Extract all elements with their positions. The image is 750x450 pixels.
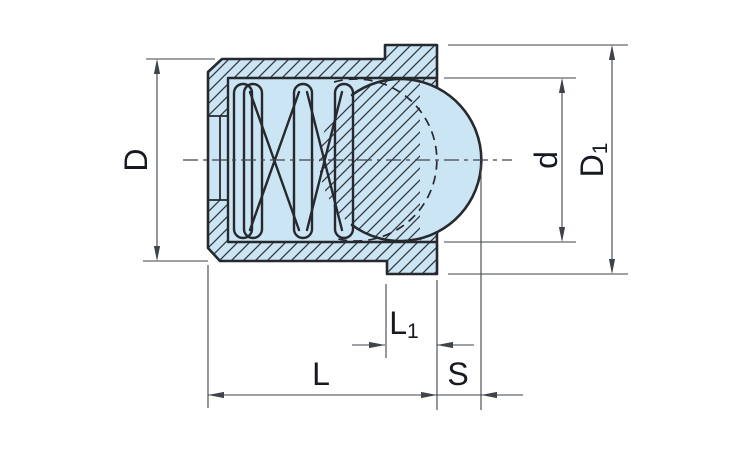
dimension-L: L bbox=[207, 265, 438, 410]
label-L: L bbox=[312, 356, 330, 392]
bore-outline bbox=[226, 76, 437, 244]
label-L1: L1 bbox=[389, 305, 418, 343]
label-d: d bbox=[528, 151, 564, 169]
spring-coil-end-2 bbox=[242, 82, 264, 240]
spring-coil-end-1 bbox=[232, 82, 254, 240]
coil-spring bbox=[232, 82, 355, 240]
spring-wire bbox=[248, 90, 301, 232]
label-D1: D1 bbox=[574, 143, 612, 178]
housing-outline bbox=[206, 43, 439, 276]
spring-coil-front bbox=[333, 82, 355, 240]
dimension-d: d bbox=[444, 77, 576, 243]
dimension-L1: L1 bbox=[352, 284, 474, 358]
plunger-housing bbox=[206, 43, 439, 276]
rear-slot bbox=[208, 115, 228, 201]
spring-wire bbox=[305, 90, 344, 232]
label-D: D bbox=[118, 148, 154, 171]
spring-coil-middle bbox=[292, 82, 314, 240]
dimension-S: S bbox=[437, 164, 523, 410]
label-S: S bbox=[447, 356, 468, 392]
dimension-D1: D1 bbox=[448, 44, 628, 275]
dimension-D: D bbox=[118, 58, 215, 262]
